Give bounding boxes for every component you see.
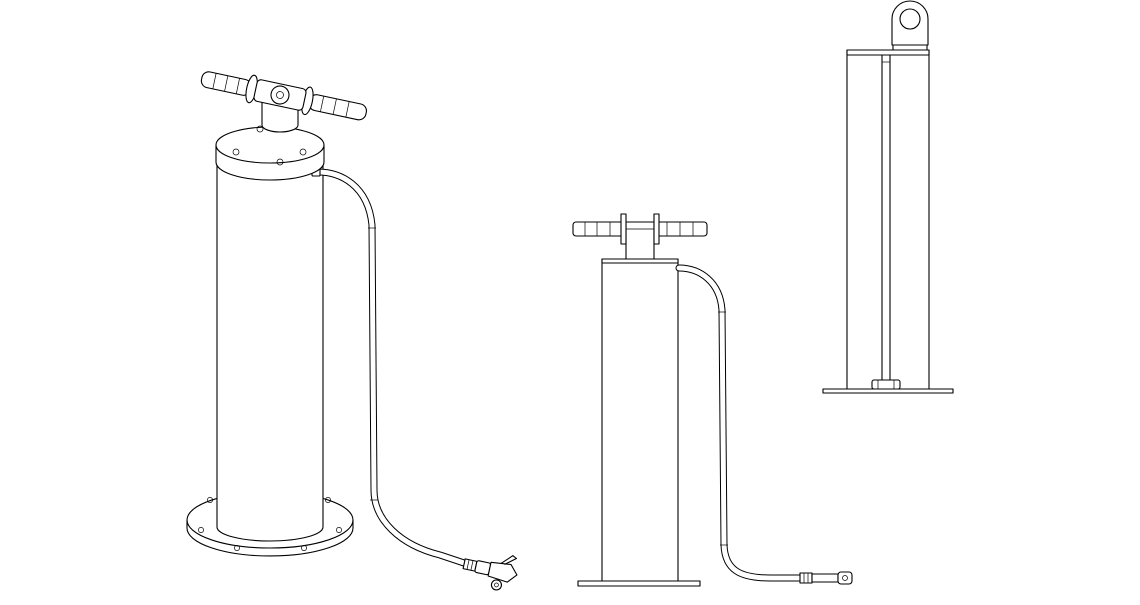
side-hose xyxy=(881,54,891,381)
front-base-plate xyxy=(577,580,701,587)
side-base-plate xyxy=(822,388,954,394)
iso-cylinder-body xyxy=(216,164,324,542)
front-top-cap xyxy=(601,258,679,264)
isometric-view xyxy=(186,71,518,591)
side-top-cap xyxy=(846,49,930,56)
iso-hose-nozzle xyxy=(462,555,518,591)
front-hose-nozzle xyxy=(799,571,853,585)
iso-top-cap xyxy=(215,125,325,181)
iso-t-handle xyxy=(200,71,367,121)
front-cylinder-body xyxy=(601,258,679,582)
front-view xyxy=(572,213,853,587)
front-hose xyxy=(675,264,804,582)
front-t-handle xyxy=(572,213,708,245)
side-view xyxy=(822,0,954,394)
front-handle-post xyxy=(625,221,655,260)
side-hose-fitting xyxy=(871,379,901,390)
side-handle-eye xyxy=(891,0,929,51)
